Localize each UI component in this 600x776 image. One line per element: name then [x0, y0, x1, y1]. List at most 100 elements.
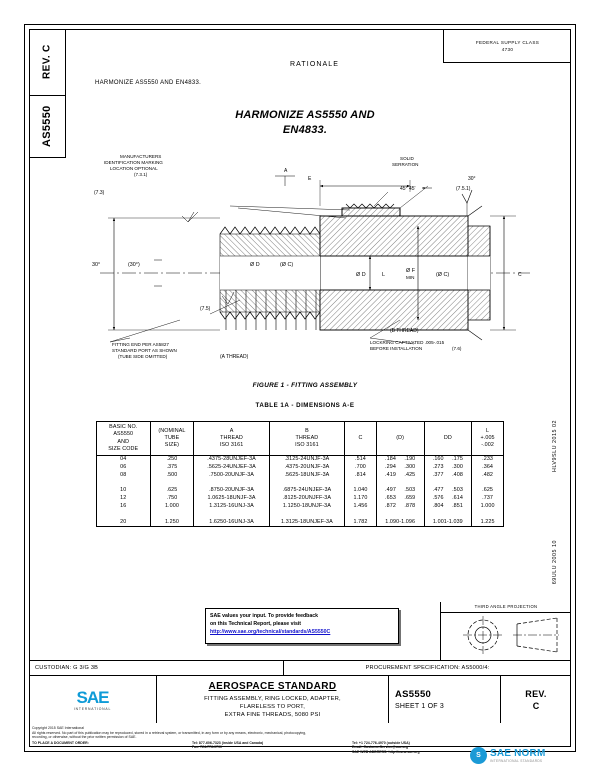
- watermark-title: SAE NORM: [490, 747, 546, 759]
- feedback-link[interactable]: http://www.sae.org/technical/standards/A…: [210, 629, 331, 635]
- fitting-assembly-drawing: MANUFACTURERS IDENTIFICATION MARKING LOC…: [70, 148, 560, 398]
- revision-label: REV.: [525, 688, 547, 699]
- cell-l: 1.225: [471, 518, 504, 528]
- fsc-line2: 4730: [501, 46, 514, 52]
- sae-norm-watermark: S SAE NORM INTERNATIONAL STANDARDS: [470, 742, 590, 768]
- cell-c: .514: [344, 454, 377, 464]
- page-title: HARMONIZE AS5550 AND EN4833.: [190, 108, 420, 138]
- cell-b-thread: .3125-24UNJF-3A: [268, 454, 346, 464]
- th-basic: BASIC NO. AS5550 AND SIZE CODE: [96, 421, 151, 456]
- dim-phi-dd-left: Ø D: [250, 262, 260, 268]
- rev-stub-label: REV. C: [41, 44, 53, 80]
- rationale-body: HARMONIZE AS5550 AND EN4833.: [95, 80, 202, 86]
- cell-l: .233: [471, 454, 504, 464]
- dim-left-a: 30°: [92, 262, 100, 268]
- dim-phi-c: (Ø C): [436, 272, 449, 278]
- desc-line1: FITTING ASSEMBLY, RING LOCKED, ADAPTER,: [204, 695, 341, 702]
- cell-basic-no: 04: [96, 454, 151, 464]
- table-caption: TABLE 1A - DIMENSIONS A-E: [255, 402, 355, 409]
- dim-ref-73: (7.3): [94, 190, 105, 196]
- cell-l: 1.000: [471, 503, 504, 512]
- note-serration-l1: SOLID: [400, 156, 414, 161]
- th-d: (D): [375, 421, 425, 456]
- cell-d: .419.425: [375, 471, 425, 480]
- cell-d: .653.659: [375, 495, 425, 504]
- rationale-heading: RATIONALE: [290, 61, 340, 68]
- dimensions-table-body: 04.250.4375-28UNJEF-3A.3125-24UNJF-3A.51…: [96, 454, 504, 528]
- footer-copyright: Copyright 2015 SAE International: [32, 726, 84, 730]
- dim-f-min-1: Ø F: [406, 268, 416, 274]
- projection-title: THIRD ANGLE PROJECTION: [441, 602, 571, 613]
- third-angle-projection-box: THIRD ANGLE PROJECTION: [440, 602, 571, 660]
- cell-dd: .477.503: [423, 487, 473, 496]
- dim-phi-d: Ø D: [356, 272, 366, 278]
- cell-b-thread: .8125-20UNJFF-3A: [268, 495, 346, 504]
- note-fitting-end-l2: STANDARD PORT AS SHOWN: [112, 348, 177, 353]
- cell-dd: 1.001-1.039: [423, 518, 473, 528]
- table-spacer-row: [96, 479, 504, 488]
- note-lockring-l2: BEFORE INSTALLATION: [370, 346, 422, 351]
- footer-web-url: http://www.sae.org: [388, 749, 420, 754]
- doc-stub-label: AS5550: [41, 105, 53, 148]
- desc-line3: EXTRA FINE THREADS, 5080 PSI: [224, 711, 321, 718]
- revision-value: C: [532, 700, 540, 711]
- custodian-label: CUSTODIAN: G 3/G 3B: [29, 661, 284, 675]
- cell-c: .700: [344, 463, 377, 472]
- table-header-row: BASIC NO. AS5550 AND SIZE CODE (NOMINAL …: [96, 421, 504, 456]
- dim-left-b: (30°): [128, 262, 140, 268]
- dimensions-table: BASIC NO. AS5550 AND SIZE CODE (NOMINAL …: [96, 421, 504, 528]
- cell-d: .872.878: [375, 503, 425, 512]
- sae-logo: SAE INTERNATIONAL: [29, 676, 157, 723]
- standard-description: FITTING ASSEMBLY, RING LOCKED, ADAPTER, …: [204, 695, 341, 719]
- cell-c: 1.456: [344, 503, 377, 512]
- federal-supply-class-box: FEDERAL SUPPLY CLASS 4730: [443, 29, 571, 63]
- cell-nominal-size: .250: [149, 454, 195, 464]
- table-spacer-row: [96, 511, 504, 519]
- dim-phi-c-left: (Ø C): [280, 262, 293, 268]
- procurement-spec: PROCUREMENT SPECIFICATION: AS5000/4:: [365, 665, 490, 671]
- table-row: 06.375.5625-24UNJEF-3A.4375-20UNJF-3A.70…: [96, 463, 504, 472]
- dim-angle-30r: 30°: [468, 176, 476, 182]
- doc-stub-box: AS5550: [29, 96, 66, 158]
- cell-b-thread: .4375-20UNJF-3A: [268, 463, 346, 472]
- cell-c: .814: [344, 471, 377, 480]
- dimensions-table-head: BASIC NO. AS5550 AND SIZE CODE (NOMINAL …: [96, 421, 504, 456]
- note-fitting-end-l3: (TUBE SIDE OMITTED): [118, 354, 168, 359]
- cell-basic-no: 16: [96, 503, 151, 512]
- cell-basic-no: 20: [96, 518, 151, 528]
- legal-notice-text: This document is based upon standards is…: [0, 129, 31, 162]
- cell-l: .364: [471, 463, 504, 472]
- th-dd: DD: [423, 421, 473, 456]
- cell-nominal-size: 1.000: [149, 503, 195, 512]
- figure-caption: FIGURE 1 - FITTING ASSEMBLY: [252, 382, 358, 389]
- cell-a-thread: .5625-24UNJEF-3A: [193, 463, 270, 472]
- note-b-thread: (B THREAD): [390, 328, 419, 334]
- page-title-line1: HARMONIZE AS5550 AND: [235, 109, 375, 121]
- cell-d: .497.503: [375, 487, 425, 496]
- th-l: L +.005 -.002: [471, 421, 504, 456]
- cell-a-thread: 1.0625-18UNJF-3A: [193, 495, 270, 504]
- sae-logo-text: SAE: [76, 687, 110, 707]
- table-row: 08.500.7500-20UNJF-3A.5625-18UNJF-3A.814…: [96, 471, 504, 480]
- note-a-thread: (A THREAD): [220, 354, 249, 360]
- cell-l: .737: [471, 495, 504, 504]
- cell-nominal-size: .625: [149, 487, 195, 496]
- footer-rights2: recording, or otherwise, without the pri…: [32, 735, 137, 740]
- sheet-inner-frame: [29, 29, 571, 747]
- footer-rights1: All rights reserved. No part of this pub…: [32, 730, 307, 735]
- dim-c-right: C: [518, 272, 522, 278]
- legal-notice-column: This document is based upon standards is…: [29, 160, 66, 660]
- cell-b-thread: .6875-24UNJEF-3A: [268, 487, 346, 496]
- footer-fax: Fax: 724-776-0790: [192, 745, 222, 750]
- cell-a-thread: 1.3125-16UNJ-3A: [193, 503, 270, 512]
- dim-f-min-2: MIN: [406, 275, 414, 280]
- cell-d: .184.190: [375, 454, 425, 464]
- side-id-top: HLV9SLU 2015 02: [552, 420, 558, 473]
- note-manufacturer-l2: IDENTIFICATION MARKING: [104, 160, 163, 165]
- sheet-number: SHEET 1 OF 3: [395, 703, 444, 710]
- feedback-box[interactable]: SAE values your input. To provide feedba…: [205, 608, 399, 644]
